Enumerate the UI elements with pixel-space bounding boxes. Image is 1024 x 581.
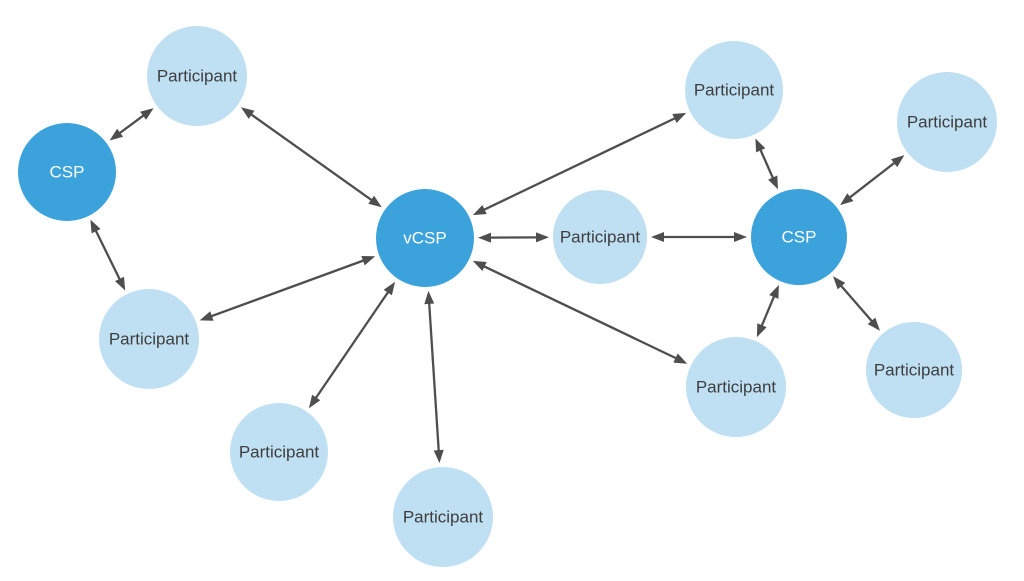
- edge-line: [482, 116, 677, 212]
- node-circle-csp-left: [18, 123, 116, 221]
- node-circle-vcsp: [376, 189, 474, 287]
- arrowhead-start-icon: [109, 128, 124, 141]
- arrowhead-end-icon: [308, 394, 321, 409]
- node-participant-bottom-2: Participant: [393, 467, 493, 567]
- node-participant-far-bottom-right: Participant: [866, 322, 962, 418]
- arrowhead-start-icon: [840, 193, 854, 206]
- edge-csp-right--participant-bottom-right: [756, 284, 779, 338]
- edge-line: [427, 301, 440, 453]
- node-circle-participant-top-right: [685, 41, 783, 139]
- node-circle-participant-bottom-2: [393, 467, 493, 567]
- edge-participant-bottom-left--vcsp: [199, 256, 376, 321]
- node-circle-participant-bottom-left: [99, 289, 199, 389]
- edge-vcsp--participant-bottom-1: [308, 281, 396, 409]
- node-participant-top-left: Participant: [147, 26, 247, 126]
- arrowhead-start-icon: [651, 232, 664, 242]
- arrowhead-end-icon: [755, 138, 766, 153]
- edge-line: [117, 113, 146, 135]
- node-vcsp: vCSP: [376, 189, 474, 287]
- edge-vcsp--participant-top-right: [472, 112, 687, 216]
- edge-vcsp--participant-middle: [478, 232, 549, 243]
- edge-line: [249, 112, 374, 202]
- arrowhead-start-icon: [472, 260, 487, 271]
- edge-csp-right--participant-far-top-right: [840, 155, 905, 206]
- arrowhead-start-icon: [199, 311, 214, 321]
- arrowhead-end-icon: [536, 232, 549, 243]
- arrowhead-start-icon: [472, 205, 487, 216]
- edge-line: [482, 264, 678, 360]
- arrowhead-end-icon: [673, 353, 688, 364]
- edge-csp-right--participant-far-bottom-right: [833, 276, 880, 331]
- edge-line: [839, 283, 874, 324]
- node-participant-bottom-right: Participant: [686, 337, 786, 437]
- edge-csp-left--participant-bottom-left: [90, 219, 126, 291]
- edge-participant-middle--csp-right: [651, 232, 747, 242]
- arrowhead-end-icon: [140, 108, 154, 120]
- edge-line: [847, 160, 897, 200]
- node-participant-bottom-1: Participant: [230, 403, 328, 501]
- edge-csp-left--participant-top-left: [109, 108, 154, 141]
- edge-csp-right--participant-top-right: [755, 138, 778, 190]
- node-csp-left: CSP: [18, 123, 116, 221]
- edge-line: [209, 258, 366, 318]
- edge-line: [94, 228, 122, 282]
- arrowhead-end-icon: [115, 276, 126, 291]
- arrowhead-start-icon: [241, 107, 255, 119]
- arrowhead-start-icon: [768, 175, 778, 190]
- edge-vcsp--participant-bottom-2: [424, 290, 444, 464]
- edge-line: [758, 148, 775, 180]
- arrowhead-start-icon: [90, 219, 101, 234]
- arrowhead-end-icon: [734, 232, 747, 242]
- edge-participant-top-left--vcsp: [241, 107, 382, 208]
- node-circle-participant-top-left: [147, 26, 247, 126]
- arrowhead-end-icon: [756, 323, 767, 338]
- edge-line: [314, 290, 390, 400]
- node-participant-bottom-left: Participant: [99, 289, 199, 389]
- node-circle-participant-far-bottom-right: [866, 322, 962, 418]
- node-participant-top-right: Participant: [685, 41, 783, 139]
- node-circle-participant-far-top-right: [897, 72, 997, 172]
- arrowhead-end-icon: [867, 317, 880, 331]
- arrowhead-end-icon: [368, 195, 382, 208]
- diagram-edges: [90, 107, 905, 464]
- node-csp-right: CSP: [751, 189, 847, 285]
- arrowhead-start-icon: [833, 276, 846, 290]
- arrowhead-start-icon: [383, 281, 396, 296]
- node-circle-participant-bottom-1: [230, 403, 328, 501]
- node-participant-far-top-right: Participant: [897, 72, 997, 172]
- arrowhead-start-icon: [424, 290, 435, 305]
- node-participant-middle: Participant: [553, 190, 647, 284]
- edge-vcsp--participant-bottom-right: [472, 260, 688, 364]
- arrowhead-start-icon: [478, 232, 491, 243]
- node-circle-participant-middle: [553, 190, 647, 284]
- node-circle-csp-right: [751, 189, 847, 285]
- arrowhead-start-icon: [769, 284, 779, 299]
- arrowhead-end-icon: [672, 112, 687, 123]
- arrowhead-end-icon: [891, 155, 905, 168]
- edge-line: [760, 294, 776, 328]
- node-circle-participant-bottom-right: [686, 337, 786, 437]
- arrowhead-end-icon: [361, 256, 376, 266]
- arrowhead-end-icon: [433, 449, 444, 464]
